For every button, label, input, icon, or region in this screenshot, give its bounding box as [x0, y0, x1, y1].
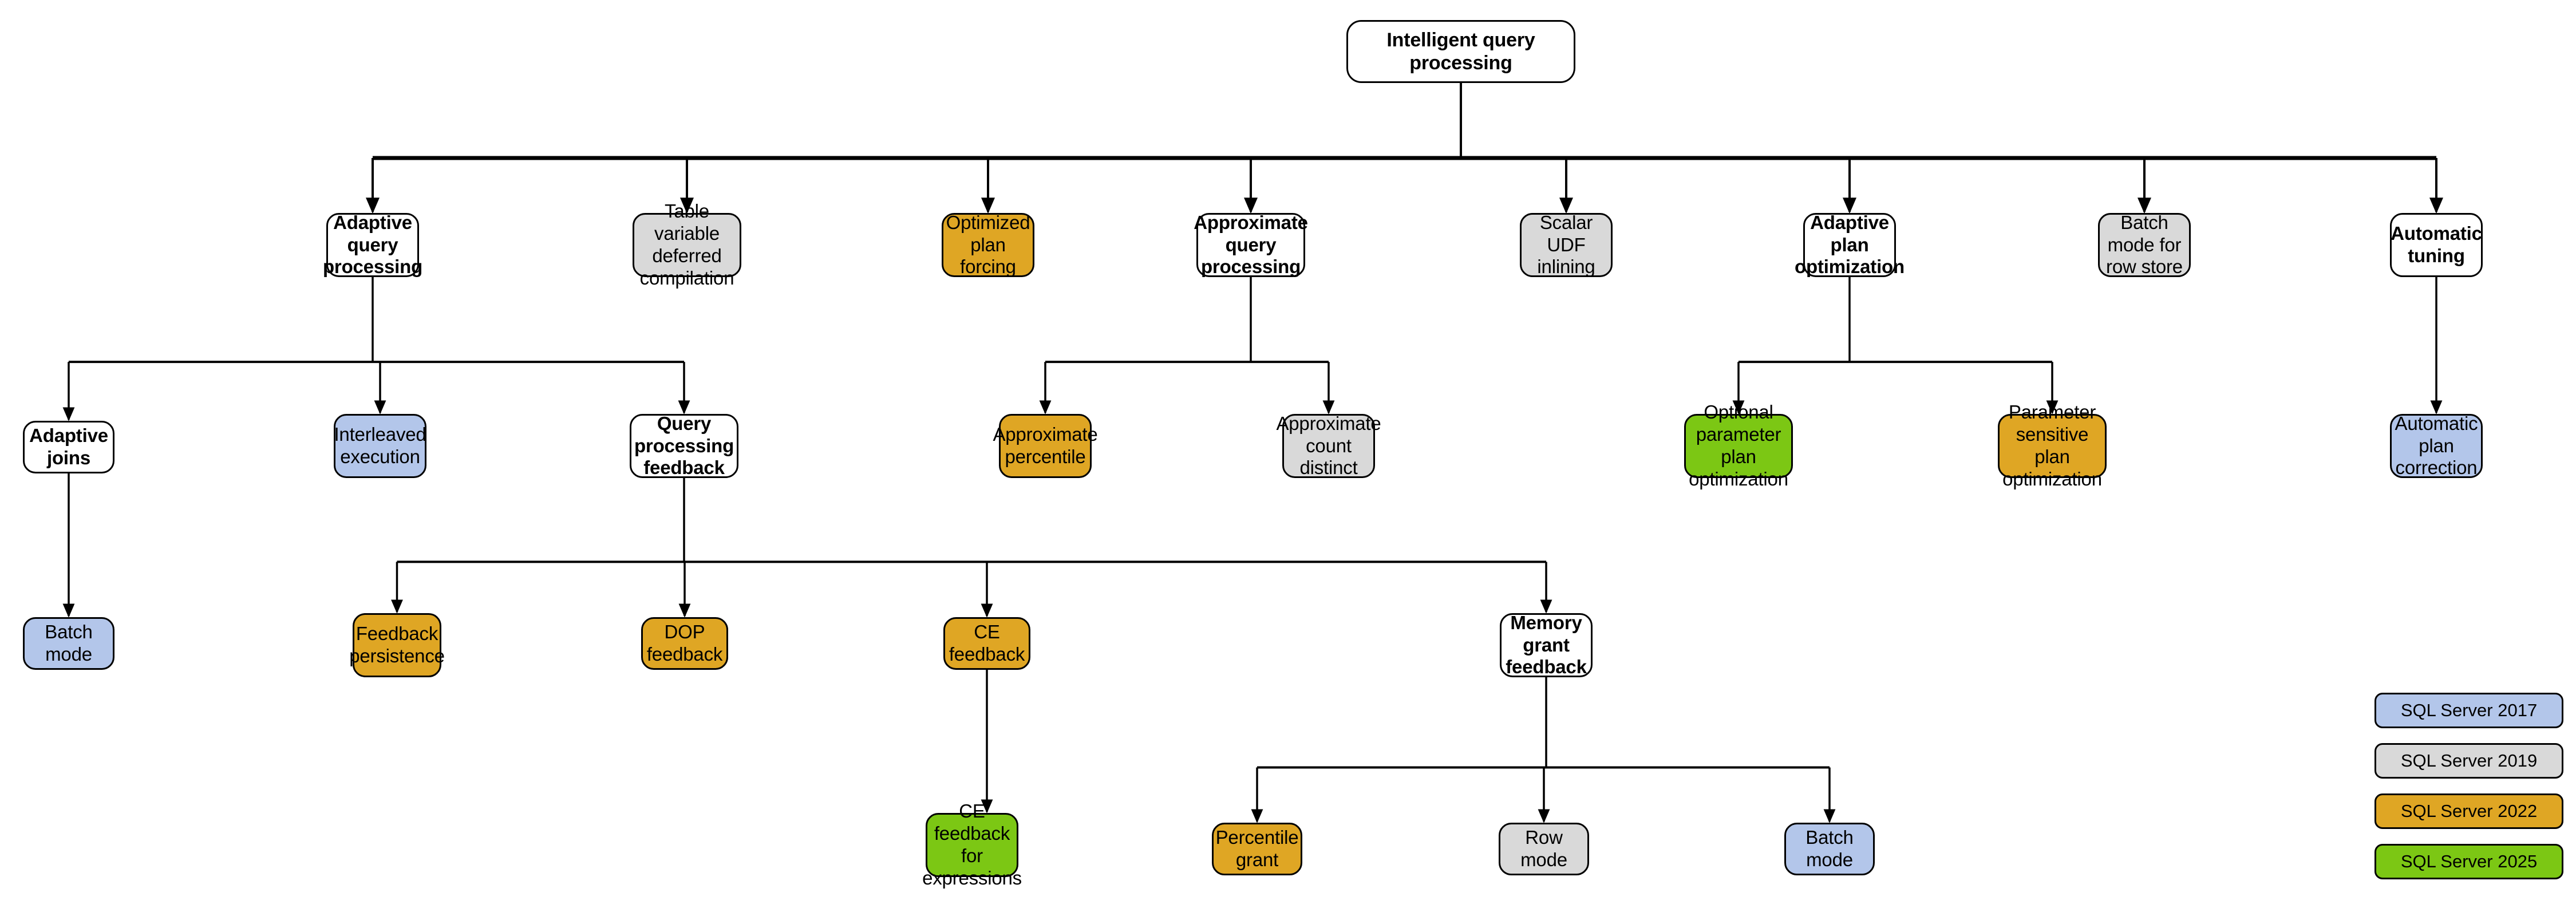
legend-label: SQL Server 2022 [2400, 801, 2538, 821]
node-label: Optimized plan forcing [946, 211, 1030, 278]
node-label: CE feedback for expressions [922, 800, 1022, 889]
node-approximate-query-processing[interactable]: Approximate query processing [1194, 211, 1308, 278]
legend-sql-server-2019: SQL Server 2019 [2374, 743, 2563, 779]
node-label: Feedback persistence [349, 623, 445, 666]
node-batch-mode-for-row-store[interactable]: Batch mode for row store [2098, 211, 2191, 278]
node-approximate-count-distinct[interactable]: Approximate count distinct [1276, 413, 1381, 479]
node-optimized-plan-forcing[interactable]: Optimized plan forcing [942, 211, 1034, 278]
node-row-mode[interactable]: Row mode [1499, 823, 1589, 875]
node-label: Table variable deferred compilation [639, 200, 734, 289]
node-memory-grant-feedback[interactable]: Memory grant feedback [1500, 611, 1593, 678]
node-label: Approximate count distinct [1276, 412, 1381, 479]
node-label: Scalar UDF inlining [1537, 211, 1595, 278]
node-ce-feedback[interactable]: CE feedback [943, 617, 1030, 670]
node-adaptive-joins[interactable]: Adaptive joins [23, 421, 114, 473]
node-label: Adaptive plan optimization [1795, 211, 1905, 278]
legend-sql-server-2017: SQL Server 2017 [2374, 693, 2563, 728]
legend-sql-server-2025: SQL Server 2025 [2374, 844, 2563, 879]
node-approximate-percentile[interactable]: Approximate percentile [993, 414, 1098, 478]
node-label: Row mode [1520, 827, 1567, 870]
node-label: Intelligent query processing [1386, 29, 1535, 74]
legend-label: SQL Server 2017 [2400, 700, 2538, 720]
node-optional-parameter-plan-optimization[interactable]: Optional parameter plan optimization [1684, 401, 1793, 489]
node-automatic-plan-correction[interactable]: Automatic plan correction [2390, 412, 2483, 479]
node-scalar-udf-inlining[interactable]: Scalar UDF inlining [1520, 211, 1613, 278]
node-label: Automatic plan correction [2395, 412, 2478, 479]
node-adaptive-query-processing[interactable]: Adaptive query processing [322, 211, 423, 278]
node-automatic-tuning[interactable]: Automatic tuning [2390, 213, 2483, 277]
node-label: Approximate percentile [993, 424, 1098, 467]
node-percentile-grant[interactable]: Percentile grant [1212, 823, 1302, 875]
node-label: Interleaved execution [334, 424, 426, 467]
node-label: Query processing feedback [634, 412, 734, 479]
node-label: Percentile grant [1215, 827, 1299, 870]
node-label: Memory grant feedback [1506, 611, 1587, 678]
legend-label: SQL Server 2019 [2400, 751, 2538, 771]
node-label: Adaptive joins [29, 425, 108, 468]
node-feedback-persistence[interactable]: Feedback persistence [349, 613, 445, 677]
node-query-processing-feedback[interactable]: Query processing feedback [630, 412, 738, 479]
node-label: Adaptive query processing [322, 211, 423, 278]
node-ce-feedback-for-expressions[interactable]: CE feedback for expressions [922, 800, 1022, 889]
legend-sql-server-2022: SQL Server 2022 [2374, 793, 2563, 829]
node-label: Parameter sensitive plan optimization [2002, 401, 2102, 489]
node-label: Batch mode [1805, 827, 1854, 870]
node-batch-mode-adaptive[interactable]: Batch mode [23, 617, 114, 670]
node-batch-mode-memory[interactable]: Batch mode [1784, 823, 1875, 875]
node-label: Batch mode for row store [2106, 211, 2183, 278]
node-dop-feedback[interactable]: DOP feedback [641, 617, 728, 670]
node-root[interactable]: Intelligent query processing [1346, 20, 1575, 83]
node-label: Optional parameter plan optimization [1689, 401, 1788, 489]
node-label: Approximate query processing [1194, 211, 1308, 278]
node-label: DOP feedback [646, 621, 723, 665]
node-table-variable-deferred-compilation[interactable]: Table variable deferred compilation [633, 200, 741, 289]
node-label: Batch mode [45, 621, 93, 665]
node-label: Automatic tuning [2391, 223, 2482, 266]
node-interleaved-execution[interactable]: Interleaved execution [334, 414, 426, 478]
legend-label: SQL Server 2025 [2400, 851, 2538, 871]
node-label: CE feedback [949, 621, 1025, 665]
node-parameter-sensitive-plan-optimization[interactable]: Parameter sensitive plan optimization [1998, 401, 2107, 489]
node-adaptive-plan-optimization[interactable]: Adaptive plan optimization [1795, 212, 1905, 278]
